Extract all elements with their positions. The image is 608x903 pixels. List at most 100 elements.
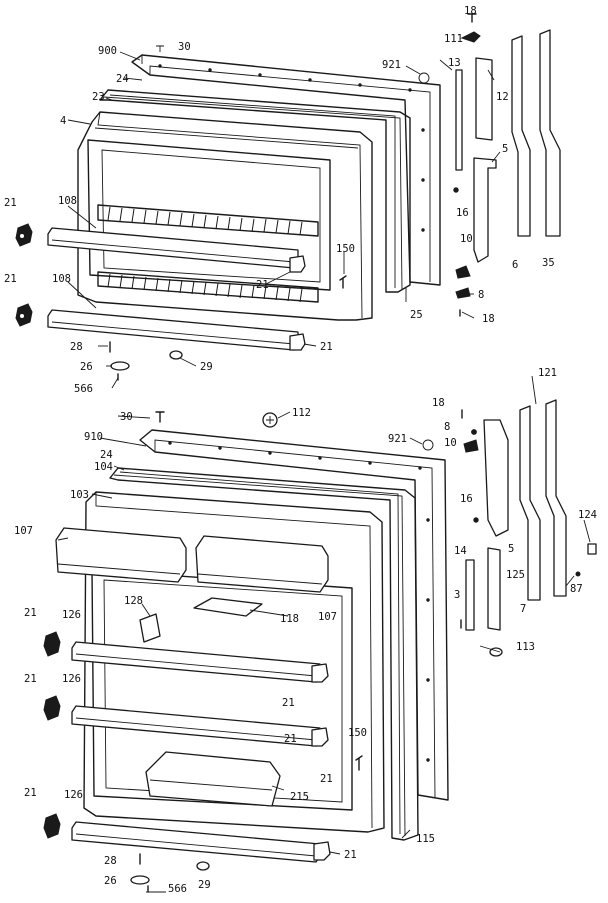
label-bot-21a: 21 — [24, 607, 37, 619]
freezer-lower-shelf — [97, 271, 319, 303]
dairy-door-left — [55, 527, 187, 583]
freezer-upper-shelf — [97, 204, 319, 237]
label-top-111: 111 — [444, 33, 463, 45]
label-bot-28: 28 — [104, 855, 117, 867]
label-bot-103: 103 — [70, 489, 89, 501]
label-bot-21f: 21 — [24, 787, 37, 799]
label-bot-566: 566 — [168, 883, 187, 895]
label-bot-107b: 107 — [318, 611, 337, 623]
freezer-screw-150 — [339, 275, 347, 289]
label-bot-30: 30 — [120, 411, 133, 423]
leader-lines — [57, 51, 591, 893]
fresh-food-outer-door — [139, 429, 449, 801]
bracket-128 — [139, 613, 161, 643]
label-top-28: 28 — [70, 341, 83, 353]
fresh-food-liner — [83, 491, 385, 833]
label-top-900: 900 — [98, 45, 117, 57]
label-top-12: 12 — [496, 91, 509, 103]
label-bot-126a: 126 — [62, 609, 81, 621]
label-bot-26: 26 — [104, 875, 117, 887]
label-bot-118: 118 — [280, 613, 299, 625]
part-labels: 18 111 30 900 921 13 12 24 23 4 5 16 21 … — [4, 5, 597, 895]
fresh-food-gasket — [109, 467, 419, 841]
label-bot-215: 215 — [290, 791, 309, 803]
label-top-150: 150 — [336, 243, 355, 255]
freezer-door-bar-lower — [47, 309, 299, 351]
label-top-108b: 108 — [52, 273, 71, 285]
label-top-13: 13 — [448, 57, 461, 69]
label-top-29: 29 — [200, 361, 213, 373]
label-top-566: 566 — [74, 383, 93, 395]
label-bot-21c: 21 — [282, 697, 295, 709]
label-bot-21e: 21 — [320, 773, 333, 785]
label-top-921: 921 — [382, 59, 401, 71]
label-top-24: 24 — [116, 73, 129, 85]
label-bot-87: 87 — [570, 583, 583, 595]
door-shelf-bar-upper — [71, 641, 321, 683]
label-top-18a: 18 — [464, 5, 477, 17]
label-bot-7: 7 — [520, 603, 526, 615]
freezer-door-assembly — [15, 13, 561, 381]
label-bot-113: 113 — [516, 641, 535, 653]
freezer-gasket — [99, 89, 411, 293]
label-bot-107a: 107 — [14, 525, 33, 537]
label-bot-126b: 126 — [62, 673, 81, 685]
fresh-food-small-parts — [130, 619, 462, 893]
fresh-food-hinge-hardware — [155, 399, 597, 657]
fresh-food-shelf-clips — [43, 631, 331, 861]
freezer-hinge-hardware — [418, 13, 561, 317]
label-bot-124: 124 — [578, 509, 597, 521]
label-bot-125: 125 — [506, 569, 525, 581]
label-top-21b: 21 — [256, 279, 269, 291]
label-bot-3: 3 — [454, 589, 460, 601]
label-top-21d: 21 — [320, 341, 333, 353]
label-bot-104: 104 — [94, 461, 113, 473]
label-top-21a: 21 — [4, 197, 17, 209]
label-bot-8: 8 — [444, 421, 450, 433]
label-top-108a: 108 — [58, 195, 77, 207]
freezer-small-parts — [109, 45, 183, 381]
freezer-outer-door — [131, 54, 441, 286]
label-bot-14: 14 — [454, 545, 467, 557]
dairy-door-right — [195, 535, 329, 593]
label-bot-128: 128 — [124, 595, 143, 607]
fresh-food-door-assembly — [43, 399, 597, 893]
label-bot-150: 150 — [348, 727, 367, 739]
label-top-30: 30 — [178, 41, 191, 53]
freezer-bar-clips — [15, 223, 306, 351]
label-top-26: 26 — [80, 361, 93, 373]
label-bot-21d: 21 — [284, 733, 297, 745]
label-top-16: 16 — [456, 207, 469, 219]
label-bot-10: 10 — [444, 437, 457, 449]
door-bin — [145, 751, 281, 807]
label-bot-5: 5 — [508, 543, 514, 555]
label-bot-126c: 126 — [64, 789, 83, 801]
label-top-6: 6 — [512, 259, 518, 271]
label-top-18b: 18 — [482, 313, 495, 325]
label-top-23: 23 — [92, 91, 105, 103]
label-top-10: 10 — [460, 233, 473, 245]
label-bot-24: 24 — [100, 449, 113, 461]
label-bot-121: 121 — [538, 367, 557, 379]
label-bot-115: 115 — [416, 833, 435, 845]
label-bot-18: 18 — [432, 397, 445, 409]
butter-tray — [193, 597, 263, 617]
label-top-35: 35 — [542, 257, 555, 269]
label-bot-112: 112 — [292, 407, 311, 419]
label-top-4: 4 — [60, 115, 66, 127]
label-bot-16: 16 — [460, 493, 473, 505]
fresh-food-door-rivets — [168, 441, 430, 762]
label-top-8: 8 — [478, 289, 484, 301]
label-bot-21g: 21 — [344, 849, 357, 861]
label-bot-29: 29 — [198, 879, 211, 891]
label-bot-921: 921 — [388, 433, 407, 445]
door-shelf-bar-middle — [71, 705, 321, 747]
freezer-door-bar-upper — [47, 227, 299, 269]
label-top-5: 5 — [502, 143, 508, 155]
label-top-25: 25 — [410, 309, 423, 321]
label-top-21c: 21 — [4, 273, 17, 285]
freezer-door-rivets — [158, 64, 425, 232]
label-bot-910: 910 — [84, 431, 103, 443]
